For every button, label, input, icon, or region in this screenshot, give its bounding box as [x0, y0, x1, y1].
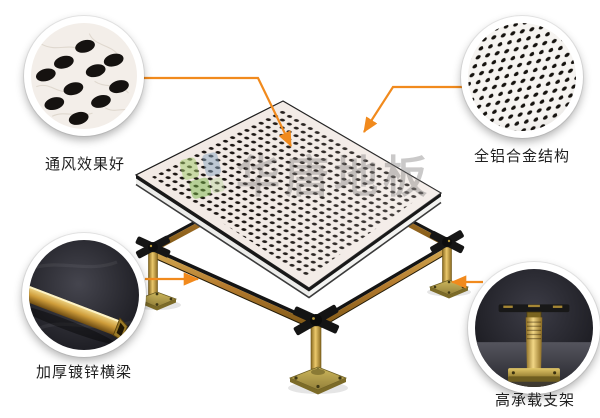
perforated-floor-panel [134, 100, 443, 299]
callout-lines [144, 76, 483, 289]
label-alloy-structure: 全铝合金结构 [473, 148, 570, 165]
label-galvanized-beam: 加厚镀锌横梁 [35, 364, 132, 381]
galvanized-beam-detail-photo [22, 233, 146, 357]
alloy-structure-detail-photo [461, 16, 583, 138]
stringer-beam-front [152, 243, 448, 331]
ventilation-detail-photo [24, 16, 144, 136]
pedestal-front [288, 304, 348, 395]
label-ventilation: 通风效果好 [44, 156, 125, 173]
pedestal-right [427, 230, 471, 299]
callout-arrow-ventilation [144, 76, 292, 147]
label-load-pedestal: 高承载支架 [494, 392, 575, 409]
callout-arrow-alloy [363, 85, 462, 133]
pedestal-left [133, 235, 181, 311]
load-pedestal-detail-photo [468, 262, 600, 394]
